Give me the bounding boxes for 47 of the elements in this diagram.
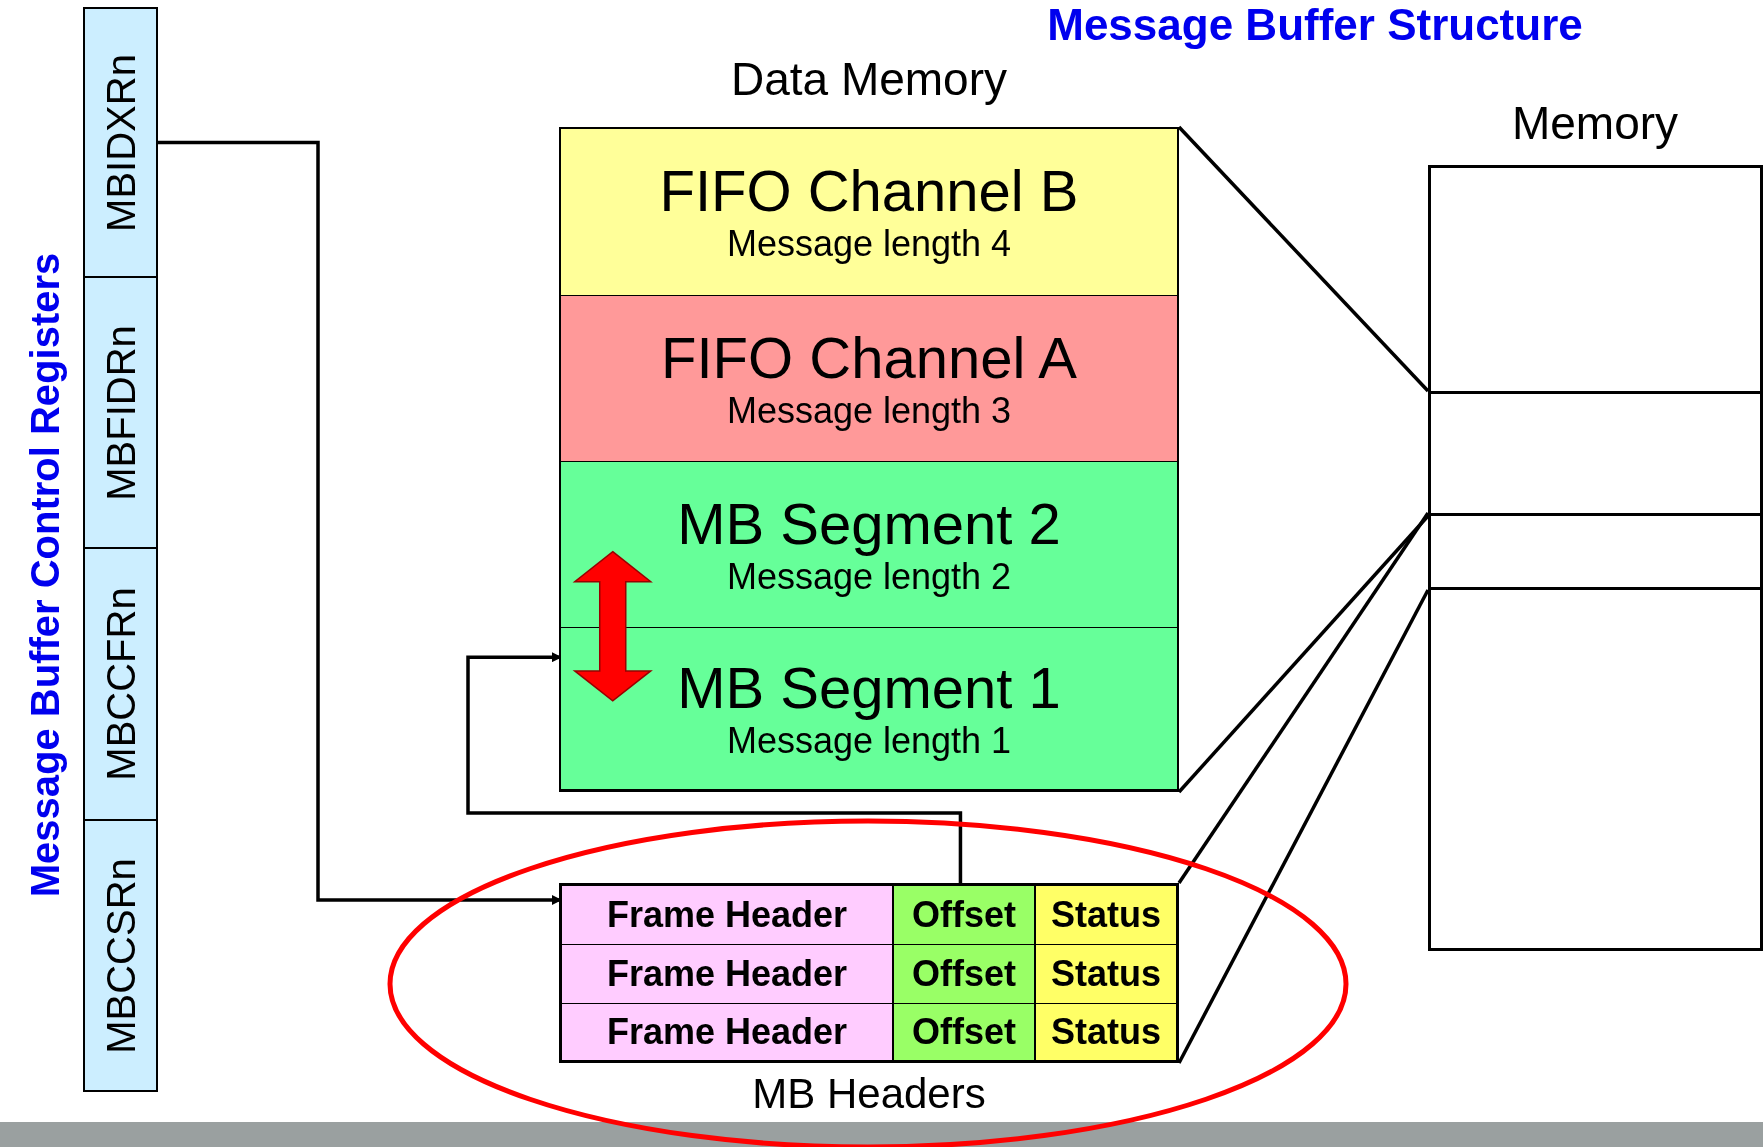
register-name: MBFIDRn [98, 324, 143, 501]
table-cell: Offset [893, 885, 1035, 945]
memory-segment [561, 628, 1177, 790]
memory-region [1428, 165, 1763, 394]
register-cell [83, 819, 158, 1092]
memory-region [1428, 513, 1763, 590]
register-name: MBIDXRn [98, 53, 143, 232]
header-table [559, 883, 1179, 1063]
memory-segment [561, 296, 1177, 462]
segment-title: FIFO Channel B [659, 159, 1079, 223]
table-cell: Frame Header [561, 944, 893, 1004]
diagram-title: Message Buffer Structure [1046, 0, 1584, 50]
table-cell: Offset [893, 944, 1035, 1004]
block-arrow [572, 550, 653, 702]
table-cell: Offset [893, 1003, 1035, 1061]
table-cell: Frame Header [561, 1003, 893, 1061]
node-label: Data Memory [729, 52, 1009, 106]
memory-segment [561, 129, 1177, 296]
node-label: MB Headers [751, 1071, 987, 1117]
memory-region [1428, 391, 1763, 516]
register-name: MBCCFRn [98, 587, 143, 781]
table-cell: Status [1035, 944, 1177, 1004]
connector-line [1177, 512, 1430, 884]
table-cell: Status [1035, 885, 1177, 945]
segment-title: MB Segment 1 [677, 655, 1061, 720]
axis-label: Message Buffer Control Registers [22, 251, 68, 900]
arrow [466, 652, 963, 885]
connector-line [1177, 514, 1430, 794]
table-cell: Frame Header [561, 885, 893, 945]
memory-segment [561, 462, 1177, 628]
register-cell [83, 276, 158, 549]
connector-line [1177, 589, 1430, 1064]
connector-line [1177, 125, 1430, 393]
segment-subtitle: Message length 1 [726, 719, 1012, 762]
node-label: Memory [1510, 96, 1680, 150]
register-cell [83, 7, 158, 278]
segment-subtitle: Message length 3 [726, 389, 1012, 432]
arrow [158, 140, 562, 905]
segment-subtitle: Message length 2 [726, 555, 1012, 598]
register-cell [83, 547, 158, 821]
segment-title: MB Segment 2 [677, 491, 1061, 556]
memory-region [1428, 587, 1763, 951]
memory-stack [559, 127, 1179, 792]
segment-title: FIFO Channel A [661, 325, 1077, 390]
segment-subtitle: Message length 4 [726, 223, 1012, 265]
table-cell: Status [1035, 1003, 1177, 1061]
register-name: MBCCSRn [98, 857, 143, 1054]
